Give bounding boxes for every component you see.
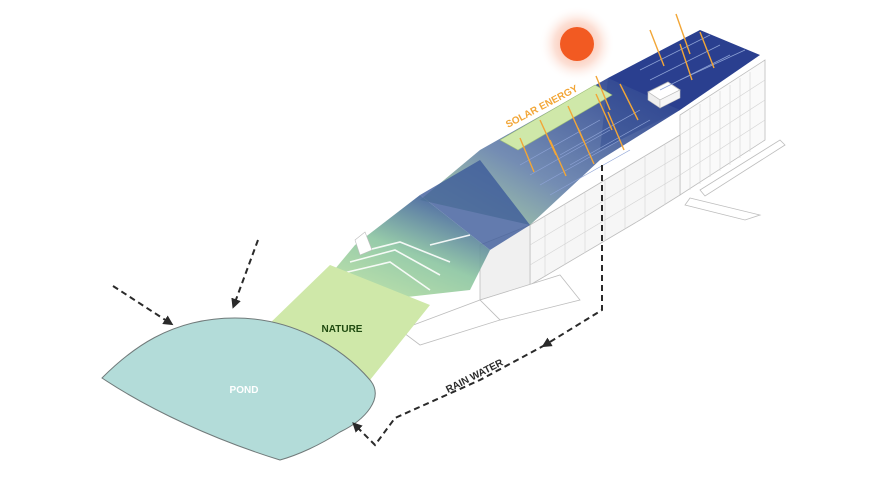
sun (539, 6, 615, 82)
nature-label: NATURE (322, 324, 363, 335)
sun-disc (560, 27, 594, 61)
building (399, 59, 786, 346)
pond (101, 317, 376, 461)
solar-panels (519, 34, 746, 196)
sun-rays (519, 13, 715, 177)
roof (420, 30, 760, 250)
terraces (330, 195, 490, 300)
green-roof-strip (499, 84, 613, 151)
rain-water-label: RAIN WATER (444, 357, 505, 396)
pond-label: POND (230, 385, 259, 396)
rain-water-flow (112, 165, 603, 447)
nature-area (265, 265, 430, 380)
